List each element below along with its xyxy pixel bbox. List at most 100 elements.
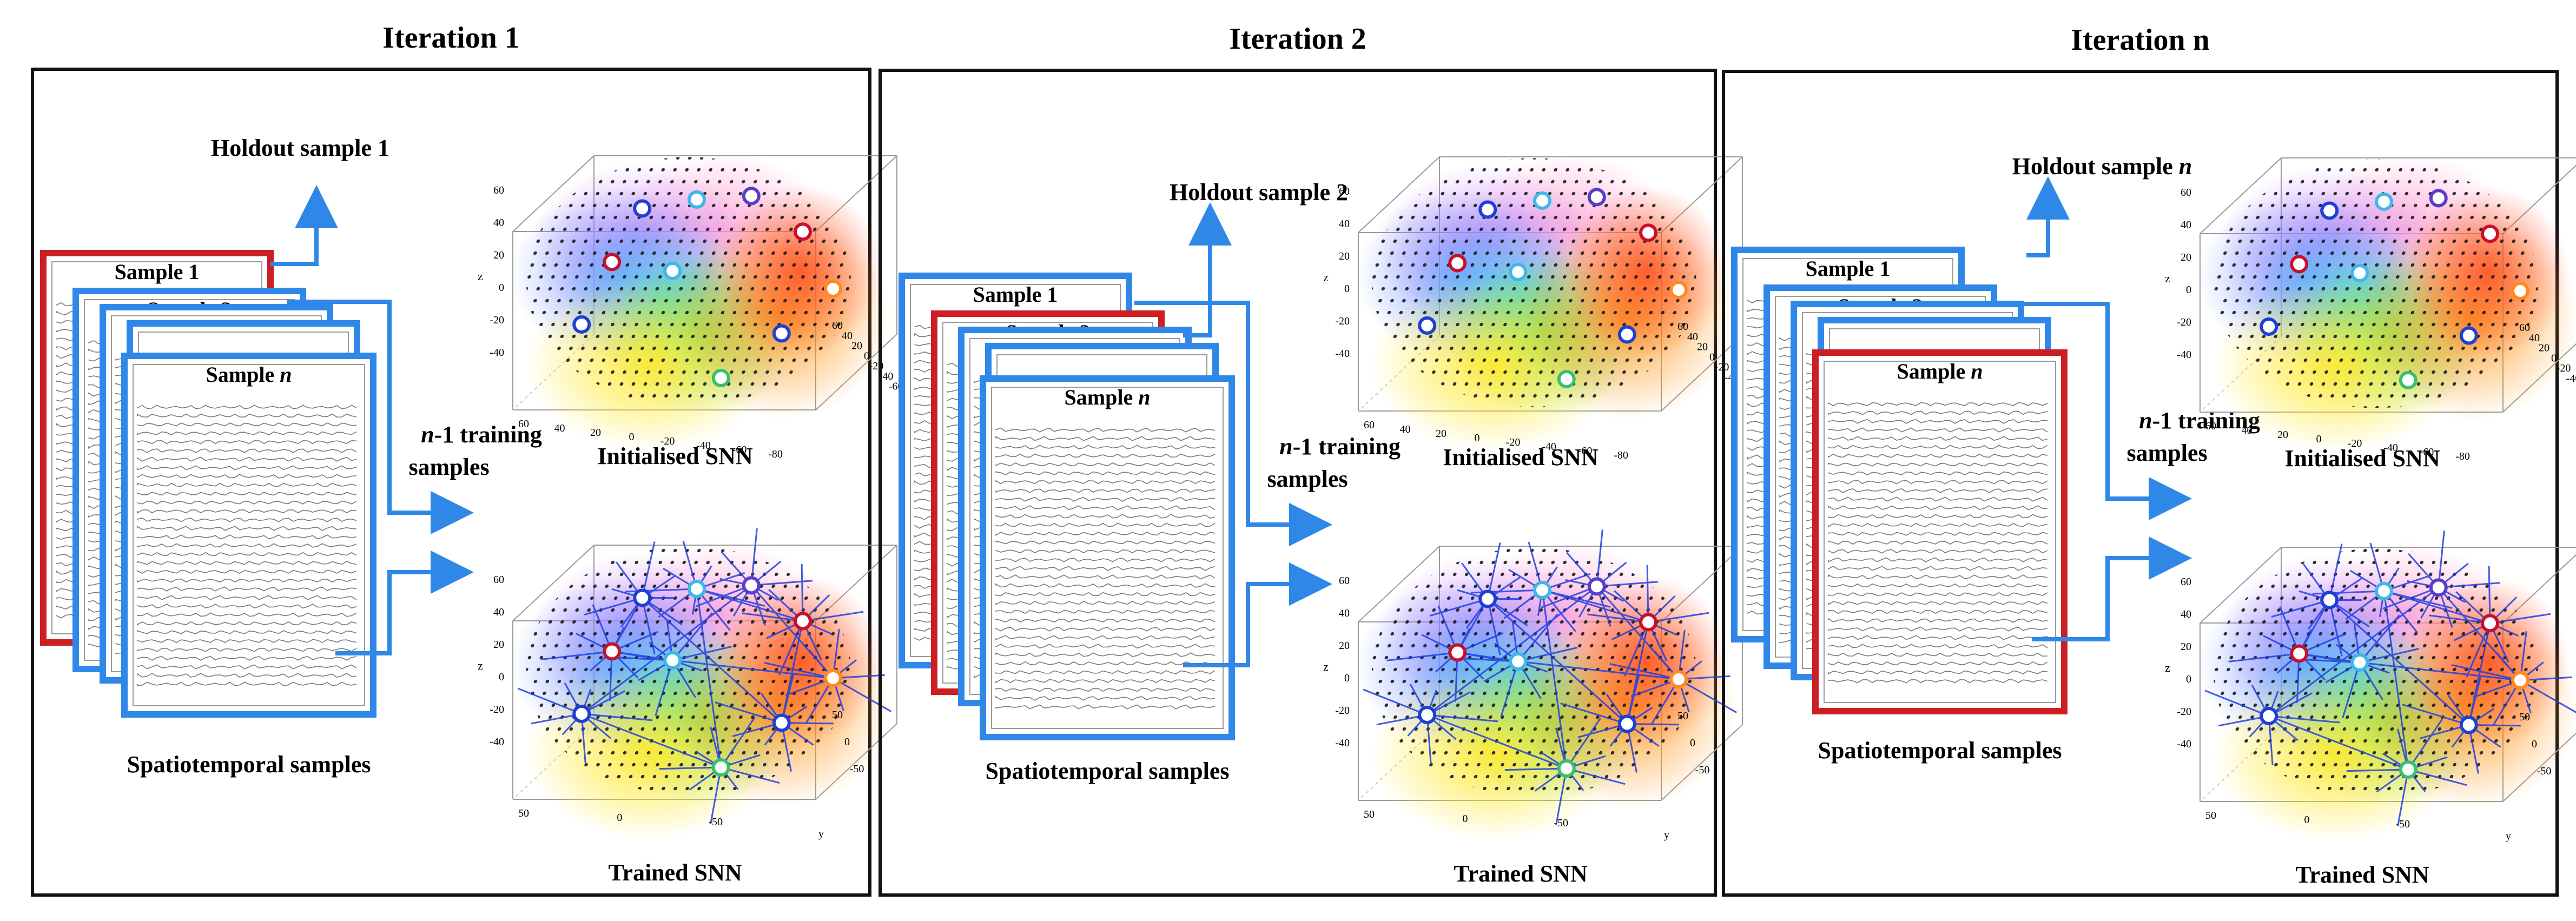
input-neuron (2511, 282, 2529, 300)
z-tick-label: -40 (1335, 348, 1350, 360)
x-tick-label: -40 (2383, 442, 2398, 454)
z-tick-label: 40 (1339, 218, 1350, 230)
panel-title: Iteration 1 (382, 21, 520, 55)
x-tick-label: 50 (2205, 810, 2216, 821)
input-neuron (742, 576, 761, 595)
training-label-part: n (421, 421, 434, 448)
input-neuron (2459, 326, 2478, 345)
input-neuron (2320, 201, 2339, 220)
z-tick-label: 0 (1344, 283, 1350, 295)
input-neuron (1617, 714, 1636, 733)
plot-box-edge (512, 155, 595, 232)
sample-label-part: n (280, 362, 292, 387)
x-tick-label: -60 (2420, 446, 2434, 458)
plot-box-edge (512, 545, 595, 621)
input-neuron (824, 669, 842, 687)
x-tick-label: 40 (2242, 425, 2253, 436)
y-tick-label: -40 (879, 370, 894, 382)
y-tick-label: -50 (2537, 765, 2552, 777)
input-neuron (2375, 582, 2393, 600)
z-axis-label: z (2165, 661, 2170, 674)
input-neuron (2290, 644, 2309, 663)
z-axis-label: z (478, 659, 483, 672)
input-neuron (1669, 670, 1688, 688)
plot-box-edge (2199, 336, 2282, 413)
x-tick-label: 20 (2277, 429, 2288, 441)
training-label-part: n (1279, 433, 1292, 460)
input-neuron (1509, 263, 1528, 281)
z-tick-label: 20 (493, 639, 504, 651)
y-axis-label: y (1664, 829, 1669, 841)
input-neuron (772, 324, 791, 343)
y-tick-label: 50 (832, 709, 843, 721)
z-tick-label: 0 (499, 282, 504, 294)
plot-box-edge (512, 334, 595, 410)
y-axis-label: y (2506, 830, 2511, 842)
y-tick-label: 20 (2539, 342, 2549, 354)
snn-connections (517, 528, 891, 824)
initialised-caption: Initialised SNN (2284, 445, 2440, 472)
input-neuron (2260, 707, 2278, 725)
training-label-line2: samples (408, 454, 489, 480)
z-tick-label: 40 (493, 217, 504, 229)
initialised-caption: Initialised SNN (1443, 444, 1599, 471)
z-axis-label: z (1323, 660, 1329, 673)
x-tick-label: -60 (732, 444, 747, 456)
z-tick-label: 20 (2181, 251, 2191, 263)
holdout-arrow (2026, 176, 2070, 257)
z-tick-label: -40 (490, 347, 504, 359)
z-tick-label: 40 (2181, 608, 2191, 620)
input-neuron (2260, 317, 2278, 336)
y-tick-label: 50 (1677, 710, 1688, 722)
sample-sheet-frame (121, 353, 377, 718)
initialised-caption: Initialised SNN (597, 443, 753, 469)
input-neuron (1639, 223, 1657, 242)
z-tick-label: -20 (2177, 316, 2191, 328)
snn-connections (2204, 530, 2576, 826)
input-neuron (794, 612, 812, 631)
stack-caption: Spatiotemporal samples (986, 758, 1230, 784)
sample-sheet-frame (980, 375, 1235, 740)
x-tick-label: -20 (660, 435, 675, 447)
training-label-line2: samples (2126, 440, 2207, 466)
input-neuron (663, 651, 682, 670)
sample-label-part: Sample (1897, 359, 1971, 383)
z-tick-label: 20 (1339, 250, 1350, 262)
plot-box-edge (1358, 546, 1440, 622)
x-tick-label: -50 (708, 816, 723, 828)
sample-sheet-signal-traces (995, 427, 1216, 710)
panel-frame (879, 69, 1717, 897)
training-label-part: n (2139, 407, 2152, 434)
input-neuron (1478, 589, 1497, 608)
trained-caption: Trained SNN (1454, 860, 1588, 887)
x-tick-label: -80 (2455, 450, 2470, 462)
sample-label-part: Sample (1065, 385, 1139, 409)
y-tick-label: -50 (850, 763, 864, 775)
sample-sheet-frame (1812, 349, 2068, 714)
input-neuron (2429, 189, 2448, 208)
holdout-label-part: n (2179, 153, 2192, 180)
z-tick-label: 40 (1339, 607, 1350, 619)
snn-connections (1363, 529, 1737, 825)
stack-caption: Spatiotemporal samples (1818, 737, 2062, 764)
x-tick-label: -60 (1578, 445, 1593, 457)
input-neuron (603, 642, 622, 661)
holdout-label: Holdout sample n (2012, 153, 2192, 180)
x-tick-label: -80 (768, 448, 783, 460)
sample-label-part: Sample (206, 362, 280, 387)
plot-box-edge (512, 723, 595, 800)
y-tick-label: 0 (864, 350, 869, 362)
training-label-part: -1 training (434, 421, 542, 448)
input-neuron (688, 190, 706, 209)
input-neuron (1533, 191, 1551, 210)
sample-label-part: Sample 1 (973, 282, 1058, 307)
y-tick-label: 0 (1709, 351, 1715, 363)
x-tick-label: 20 (590, 427, 601, 439)
training-arrow-to-trained (335, 551, 474, 655)
z-tick-label: -20 (1335, 315, 1350, 327)
sample-label: Sample 1 (973, 282, 1058, 307)
z-tick-label: -20 (490, 704, 504, 715)
